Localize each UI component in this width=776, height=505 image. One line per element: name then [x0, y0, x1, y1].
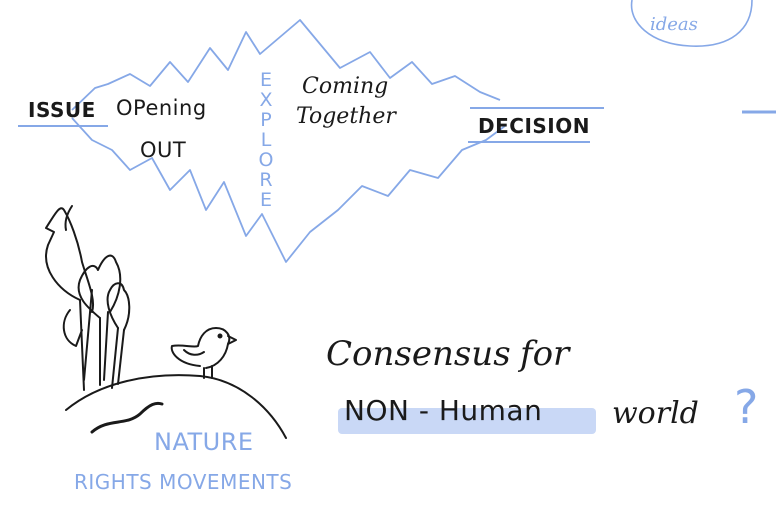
coming-label-line1: Coming — [302, 74, 389, 99]
ideas-bubble-outline — [630, 0, 753, 47]
nature-label: NATURE — [154, 428, 254, 456]
trees-icon — [45, 205, 131, 391]
explore-letter: L — [260, 129, 272, 151]
decision-label: DECISION — [478, 114, 590, 138]
explore-vertical-label: E X P L O R E — [254, 70, 278, 210]
for-word: for — [520, 334, 570, 374]
non-human-word: NON - Human — [344, 394, 543, 427]
opening-label-line2: OUT — [140, 138, 187, 162]
divergence-zigzag-bottom — [71, 117, 506, 263]
ideas-bubble-text: ideas — [650, 14, 698, 35]
bird-icon — [170, 327, 237, 379]
opening-label-line1: OPening — [116, 96, 207, 120]
explore-letter: E — [259, 189, 272, 211]
divergence-zigzag-top — [71, 19, 501, 111]
rights-movements-label: RIGHTS MOVEMENTS — [74, 470, 293, 494]
world-word: world — [612, 396, 699, 431]
issue-label: ISSUE — [28, 98, 96, 122]
question-mark: ? — [734, 380, 759, 434]
hill-icon — [65, 374, 287, 439]
explore-letter: P — [260, 109, 272, 131]
consensus-word: Consensus — [326, 334, 511, 374]
non-human-highlight — [338, 408, 596, 434]
worm-squiggle-icon — [90, 401, 164, 434]
explore-letter: E — [259, 69, 272, 91]
explore-letter: O — [258, 149, 274, 171]
explore-letter: R — [259, 169, 273, 191]
coming-label-line2: Together — [296, 104, 396, 129]
explore-letter: X — [259, 89, 273, 111]
